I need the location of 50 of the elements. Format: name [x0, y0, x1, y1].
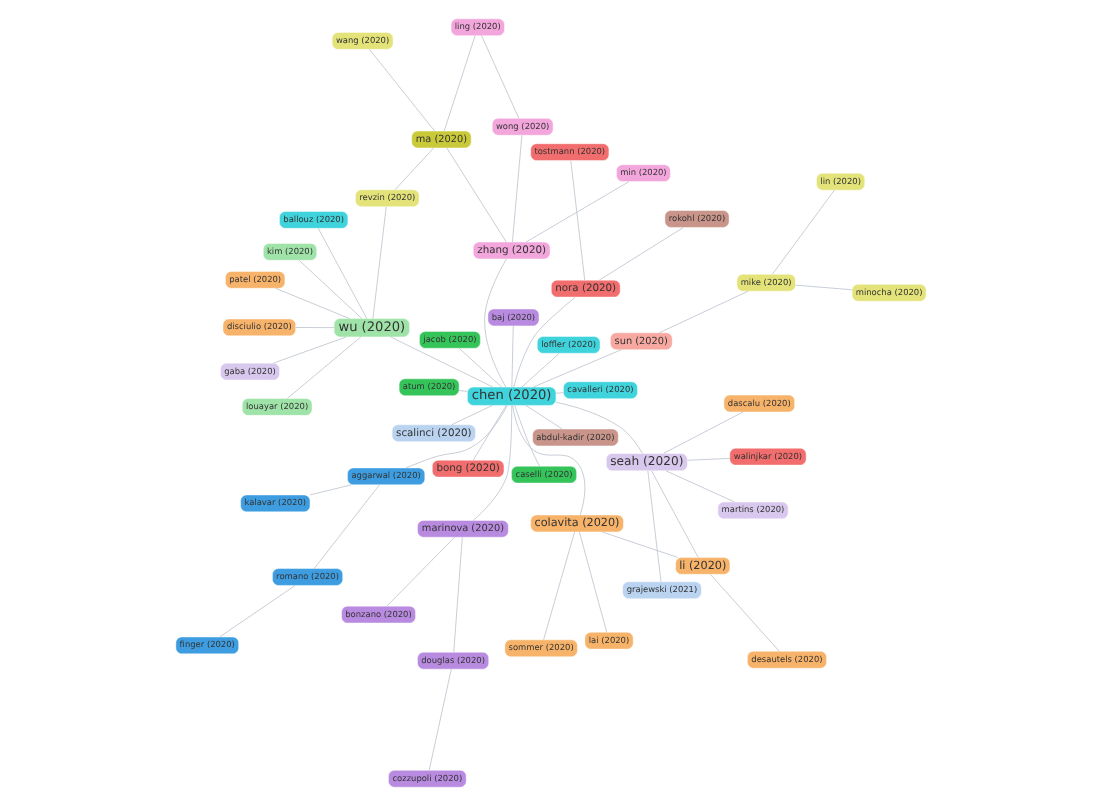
connector — [450, 405, 492, 426]
connector — [709, 574, 779, 652]
connector — [308, 484, 351, 496]
connector — [512, 296, 575, 388]
connector — [272, 336, 346, 364]
connector — [457, 347, 501, 388]
connector — [316, 228, 367, 319]
connector — [520, 353, 559, 388]
connector — [457, 390, 467, 392]
connector — [524, 181, 629, 243]
connector — [472, 405, 512, 521]
connector — [471, 405, 506, 461]
connector — [389, 336, 493, 388]
connector — [297, 260, 362, 319]
connector — [510, 325, 513, 388]
connector — [480, 35, 519, 119]
connector — [794, 284, 852, 291]
connector — [578, 531, 607, 633]
connector — [511, 134, 522, 243]
connector — [385, 536, 454, 607]
connector — [483, 258, 506, 388]
connector — [771, 189, 834, 275]
connector — [664, 470, 734, 503]
connector — [285, 336, 361, 399]
connector — [657, 290, 748, 334]
connector — [368, 49, 434, 132]
connector — [371, 206, 386, 319]
connector — [597, 227, 683, 281]
connector — [393, 147, 433, 190]
connector — [218, 585, 295, 638]
connector — [294, 327, 334, 328]
connector — [542, 531, 574, 641]
connector — [442, 35, 475, 132]
connector — [554, 401, 642, 454]
connector — [404, 405, 507, 469]
connector — [686, 458, 729, 461]
connector — [650, 470, 698, 558]
connector — [513, 405, 539, 467]
connector — [445, 147, 506, 243]
connector — [427, 668, 451, 771]
connector — [569, 160, 585, 281]
connector — [524, 405, 562, 430]
connector — [554, 392, 563, 394]
connector — [532, 349, 621, 388]
connector — [662, 411, 743, 454]
connector — [312, 484, 379, 569]
connector — [452, 537, 462, 653]
connector — [600, 531, 677, 558]
connector — [646, 470, 661, 582]
connector — [274, 287, 349, 319]
